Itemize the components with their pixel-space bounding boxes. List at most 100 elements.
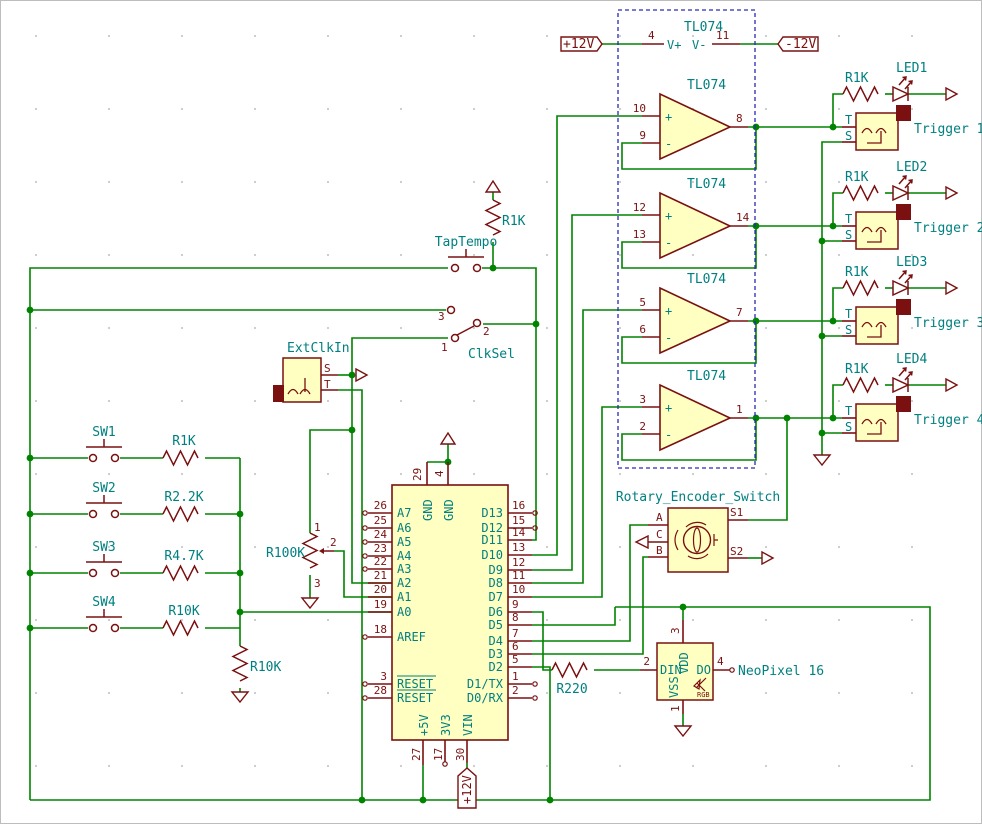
channel-1[interactable]: R1K LED1 T S Trigger 1 <box>842 61 982 151</box>
opamp2-minus-sign: - <box>665 236 672 250</box>
channel3-led-label: LED3 <box>896 255 927 270</box>
opamp1-pin-plus: 10 <box>633 102 646 115</box>
clksel-switch[interactable]: 3 2 1 ClkSel <box>438 305 515 363</box>
channel2-led-label: LED2 <box>896 160 927 175</box>
opamp2-pin-out: 14 <box>736 211 750 224</box>
channel2-resistor-label: R1K <box>845 170 869 185</box>
encoder-pin-c: C <box>656 528 663 541</box>
pin-num-d0: 2 <box>512 684 519 697</box>
neopixel-rgb-label: RGB <box>697 691 710 699</box>
neopixel-led-glyph <box>693 677 707 692</box>
encoder-pin-b: B <box>656 544 663 557</box>
pin-num-d7: 10 <box>512 583 525 596</box>
pin-name-5v: +5V <box>417 714 431 736</box>
opamp-unit-1[interactable]: TL074 10 9 8 + - <box>633 78 748 161</box>
pin-num-a4: 23 <box>374 542 387 555</box>
vminus-pin-name: V- <box>692 38 706 52</box>
vin-power-flag[interactable]: +12V <box>457 767 477 809</box>
pot-pin3: 3 <box>314 577 321 590</box>
opamp4-pin-plus: 3 <box>639 393 646 406</box>
channel4-led-label: LED4 <box>896 352 927 367</box>
opamp-unit-2[interactable]: TL074 12 13 14 + - <box>633 177 750 260</box>
channel-2[interactable]: R1K LED2 T S Trigger 2 <box>842 160 982 250</box>
pulldown-resistor[interactable]: R10K <box>231 645 281 703</box>
sw3-resistor-label: R4.7K <box>164 549 203 564</box>
pin-name-a6: A6 <box>397 521 411 535</box>
channel-4[interactable]: R1K LED4 T S Trigger 4 <box>842 352 982 442</box>
opamp3-pin-plus: 5 <box>639 296 646 309</box>
junction-dots <box>26 123 837 804</box>
pin-num-gnd1: 29 <box>411 468 424 481</box>
opamp3-minus-sign: - <box>665 331 672 345</box>
encoder-pin-s1: S1 <box>730 506 743 519</box>
vplus-pin-number: 4 <box>648 29 655 42</box>
pin-num-3v3: 17 <box>432 748 445 761</box>
extclkin-sleeve-label: S <box>324 362 331 375</box>
power-unit-chip-label: TL074 <box>684 20 723 35</box>
encoder-label: Rotary_Encoder_Switch <box>616 490 780 505</box>
pin-num-gnd2: 4 <box>433 470 446 477</box>
pin-name-d3: D3 <box>489 647 503 661</box>
pin-name-a1: A1 <box>397 590 411 604</box>
pin-name-a0: A0 <box>397 605 411 619</box>
opamp-power-unit[interactable]: 4 11 V+ V- TL074 <box>642 20 740 52</box>
rotary-encoder[interactable]: Rotary_Encoder_Switch A C B S1 S2 <box>616 490 780 573</box>
clksel-pin2: 2 <box>483 325 490 338</box>
pot-pin2: 2 <box>330 536 337 549</box>
opamp3-pin-out: 7 <box>736 306 743 319</box>
pulldown-label: R10K <box>250 660 281 675</box>
plus12-label: +12V <box>563 37 594 52</box>
pin-name-aref: AREF <box>397 630 426 644</box>
neopixel-vss-label: VSS <box>667 676 681 698</box>
opamp2-pin-plus: 12 <box>633 201 646 214</box>
encoder-c-arrow <box>634 534 649 550</box>
channel2-sleeve-label: S <box>845 228 852 242</box>
channel1-resistor-label: R1K <box>845 71 869 86</box>
channel4-tip-label: T <box>845 404 852 418</box>
switch-row-3[interactable]: SW3 R4.7K <box>85 540 204 581</box>
power-flag-minus12[interactable]: -12V <box>777 36 819 52</box>
channel1-tip-label: T <box>845 113 852 127</box>
extclkin-jack[interactable]: ExtClkIn S T <box>273 341 368 403</box>
pin-name-a5: A5 <box>397 535 411 549</box>
mcu[interactable]: 26 25 24 23 22 21 20 19 18 3 28 A7 A6 A5… <box>362 462 538 767</box>
pin-num-d2: 5 <box>512 653 519 666</box>
switch-row-1[interactable]: SW1 R1K <box>85 425 199 466</box>
pin-num-d11: 14 <box>512 526 526 539</box>
pin-name-d12: D12 <box>481 521 503 535</box>
pin-num-a1: 20 <box>374 583 387 596</box>
pin-num-d9: 12 <box>512 556 525 569</box>
pin-num-d4: 7 <box>512 627 519 640</box>
switch-row-4[interactable]: SW4 R10K <box>85 595 200 636</box>
switch-row-2[interactable]: SW2 R2.2K <box>85 481 204 522</box>
pin-num-reset2: 28 <box>374 684 387 697</box>
extclkin-tip-label: T <box>324 378 331 391</box>
opamp-unit-3[interactable]: TL074 5 6 7 + - <box>639 272 748 355</box>
taptempo-button[interactable]: TapTempo R1K <box>435 180 526 273</box>
opamp1-pin-out: 8 <box>736 112 743 125</box>
channel1-trigger-label: Trigger 1 <box>914 122 982 137</box>
channel4-sleeve-label: S <box>845 420 852 434</box>
neopixel-do-label: DO <box>697 663 711 677</box>
opamp3-title: TL074 <box>687 272 726 287</box>
opamp4-pin-out: 1 <box>736 403 743 416</box>
neopixel-pin2: 2 <box>643 655 650 668</box>
power-flag-plus12[interactable]: +12V <box>560 36 603 52</box>
vplus-pin-name: V+ <box>667 38 681 52</box>
opamp-unit-4[interactable]: TL074 3 2 1 + - <box>639 369 748 452</box>
neopixel-vdd-label: VDD <box>677 652 691 674</box>
pin-num-aref: 18 <box>374 623 387 636</box>
clksel-label: ClkSel <box>468 347 515 362</box>
channel-3[interactable]: R1K LED3 T S Trigger 3 <box>842 255 982 345</box>
pin-num-a2: 21 <box>374 569 387 582</box>
neopixel[interactable]: R220 3 2 4 1 VDD DIN DO VSS RGB NeoPixel… <box>551 620 824 737</box>
pin-num-vin: 30 <box>454 748 467 761</box>
tempo-pot[interactable]: 1 2 3 R100K <box>266 521 337 609</box>
encoder-pin-s2: S2 <box>730 545 743 558</box>
pin-num-d6: 9 <box>512 598 519 611</box>
pin-name-d0rx: D0/RX <box>467 691 504 705</box>
sw4-resistor-label: R10K <box>168 604 199 619</box>
channel1-sleeve-label: S <box>845 129 852 143</box>
